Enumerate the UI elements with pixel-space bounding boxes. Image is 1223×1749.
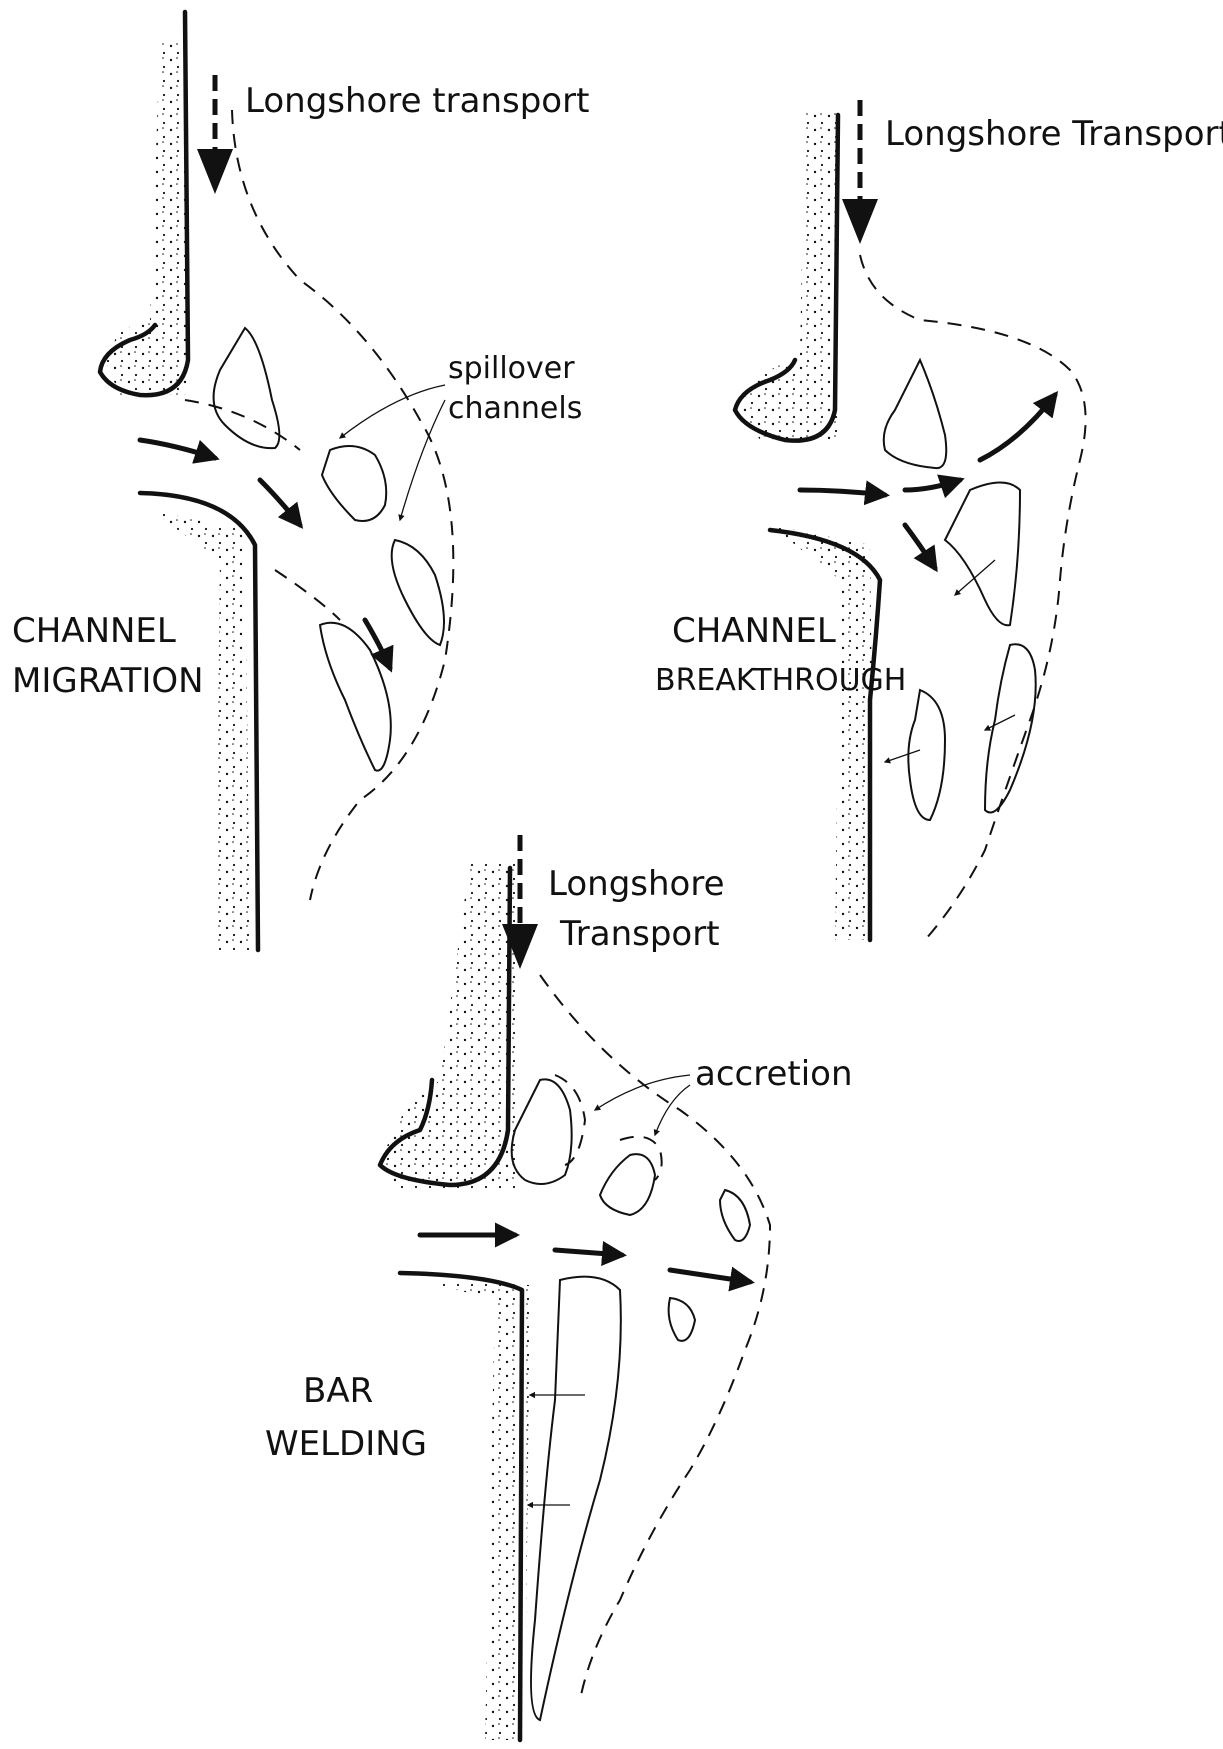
flow-arrow [800, 490, 885, 495]
transport-label: Longshore transport [245, 81, 589, 121]
panel-channel-migration: Longshore transport spillover channels C… [12, 12, 589, 950]
panel-channel-breakthrough: Longshore Transport CHANNEL BREAKTHROUGH [655, 100, 1223, 940]
panel-title-line2: BREAKTHROUGH [655, 663, 906, 698]
swash-bar [945, 483, 1020, 626]
panel-bar-welding: Longshore Transport accretion BAR WELDIN… [265, 835, 853, 1740]
accretion-label: accretion [695, 1054, 853, 1094]
swash-bar [908, 690, 945, 820]
transport-label-line1: Longshore [548, 864, 725, 904]
spillover-label-line1: spillover [448, 351, 575, 386]
beach-stipple-north [105, 40, 190, 395]
panel-title-line2: WELDING [265, 1424, 427, 1464]
flow-arrow [980, 395, 1055, 460]
flow-arrow [260, 480, 300, 525]
accretion-pointer [655, 1085, 690, 1135]
panel-title-line1: BAR [303, 1371, 373, 1411]
migration-arrow [885, 750, 920, 762]
swash-bar [720, 1190, 750, 1241]
swash-bar [392, 540, 444, 645]
swash-bar [985, 644, 1036, 812]
inner-dashed-line [185, 400, 300, 450]
swash-bar [512, 1079, 572, 1184]
migration-arrow [955, 560, 995, 595]
transport-label: Longshore Transport [885, 114, 1223, 154]
beach-stipple-south [770, 525, 875, 940]
ebb-delta-outline [860, 255, 1086, 940]
inner-dashed-line-2 [275, 570, 340, 620]
swash-bar [600, 1154, 655, 1215]
spillover-pointer [340, 385, 445, 438]
flow-arrow [365, 620, 390, 668]
flow-arrow [905, 525, 935, 568]
panel-title-line2: MIGRATION [12, 661, 204, 701]
welding-bar [531, 1277, 621, 1720]
ebb-delta-outline [232, 110, 453, 900]
flow-arrow [905, 480, 960, 490]
beach-stipple-south [150, 510, 250, 950]
swash-bar [322, 446, 386, 521]
swash-bar [884, 360, 947, 468]
accretion-pointer [595, 1075, 690, 1110]
flow-arrow [670, 1270, 750, 1282]
flow-arrow [140, 440, 215, 458]
spillover-label-line2: channels [448, 391, 582, 426]
beach-stipple-north [740, 110, 840, 440]
panel-title-line1: CHANNEL [12, 611, 176, 651]
swash-bar [669, 1298, 695, 1341]
flow-arrow [555, 1250, 622, 1255]
panel-title-line1: CHANNEL [672, 611, 836, 651]
migration-arrow [985, 715, 1015, 730]
swash-bar [214, 328, 280, 448]
beach-stipple-south [420, 1280, 530, 1740]
transport-label-line2: Transport [559, 914, 720, 954]
